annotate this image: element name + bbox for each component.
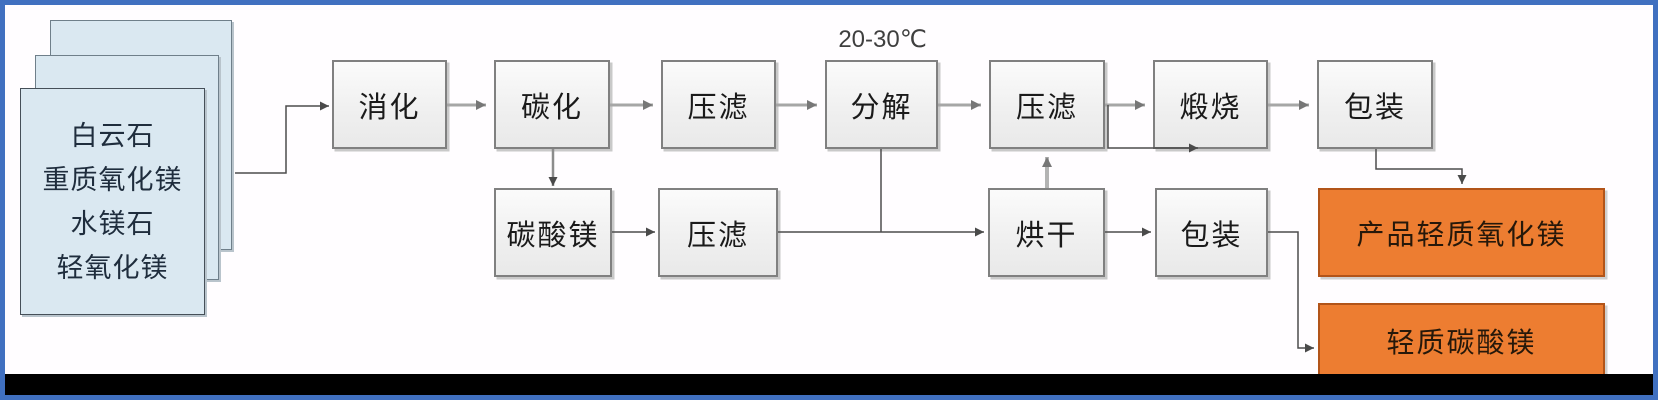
material-line: 白云石: [70, 120, 155, 151]
step-box-press-filter-2: 压滤: [989, 60, 1105, 149]
product-box-light-magnesium-oxide: 产品轻质氧化镁: [1318, 188, 1605, 277]
temperature-annotation: 20-30℃: [838, 26, 927, 53]
step-box-press-filter-1: 压滤: [661, 60, 776, 149]
material-line: 水镁石: [70, 208, 155, 239]
step-box-packaging-1: 包装: [1317, 60, 1433, 149]
step-box-drying: 烘干: [988, 188, 1105, 277]
material-stack-page-front: 白云石 重质氧化镁 水镁石 轻氧化镁: [20, 88, 205, 315]
step-box-magnesium-carbonate: 碳酸镁: [494, 188, 612, 277]
bottom-black-bar: [5, 374, 1653, 395]
product-box-light-magnesium-carbonate: 轻质碳酸镁: [1318, 303, 1605, 379]
step-box-press-filter-3: 压滤: [658, 188, 778, 277]
step-box-packaging-2: 包装: [1155, 188, 1268, 277]
material-list: 白云石 重质氧化镁 水镁石 轻氧化镁: [43, 114, 183, 290]
material-line: 轻氧化镁: [56, 252, 169, 283]
step-box-calcination: 煅烧: [1153, 60, 1268, 149]
step-box-digestion: 消化: [332, 60, 447, 149]
step-box-decomposition: 分解: [825, 60, 938, 149]
material-line: 重质氧化镁: [42, 164, 183, 195]
step-box-carbonation: 碳化: [494, 60, 610, 149]
